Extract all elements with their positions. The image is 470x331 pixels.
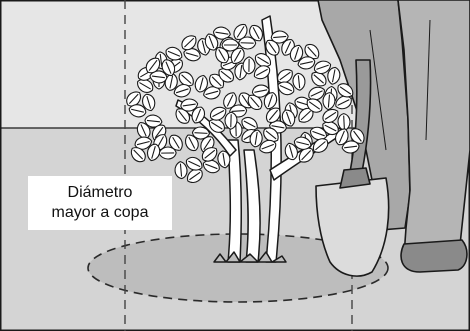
- spade-socket: [339, 167, 371, 189]
- shoe: [400, 239, 468, 273]
- leaf: [186, 168, 203, 184]
- leaf: [181, 35, 197, 51]
- leaf: [308, 86, 325, 101]
- planting-hole-ellipse: [87, 233, 389, 303]
- leaf: [297, 56, 316, 70]
- leaf: [241, 116, 258, 131]
- ground-tuft: [213, 251, 287, 263]
- leaf: [293, 136, 312, 150]
- leaf: [265, 39, 280, 56]
- leaf: [311, 71, 327, 87]
- leaf: [223, 92, 237, 109]
- leaf: [322, 92, 336, 111]
- leaf: [251, 84, 270, 98]
- leaf: [158, 146, 177, 160]
- leaf: [224, 111, 238, 130]
- diameter-callout: Diámetro mayor a copa: [28, 176, 172, 230]
- leaf: [141, 93, 156, 112]
- leaf: [173, 83, 191, 98]
- leaf: [322, 108, 339, 124]
- leaf: [310, 126, 328, 141]
- leaf: [217, 150, 231, 169]
- spade-blade: [315, 177, 390, 277]
- trouser-fold-1: [425, 19, 431, 141]
- leaf: [174, 161, 188, 180]
- leaf: [137, 78, 154, 93]
- leaf: [263, 92, 278, 110]
- leaf: [247, 94, 263, 111]
- trouser-fold-2: [369, 29, 387, 151]
- leaf: [322, 121, 339, 136]
- leaf: [130, 147, 146, 163]
- leaf: [146, 143, 161, 162]
- leaf: [218, 68, 234, 83]
- leaf: [327, 66, 341, 85]
- leaf: [209, 106, 227, 121]
- leaf: [151, 124, 167, 141]
- leaf: [263, 127, 279, 142]
- callout-line-1: Diámetro: [67, 184, 133, 201]
- leaf: [185, 156, 203, 171]
- leaf: [202, 159, 220, 174]
- leaf: [350, 128, 365, 144]
- spade-illustration: [315, 59, 390, 277]
- shrub-foliage: [126, 23, 365, 184]
- leaf: [168, 134, 183, 151]
- leaf: [201, 147, 218, 162]
- leaf: [298, 107, 314, 123]
- leaf: [212, 26, 231, 40]
- leaf: [289, 44, 304, 62]
- leaf: [161, 59, 176, 77]
- trouser-leg-front: [397, 0, 470, 267]
- leaf: [204, 33, 219, 51]
- leaf: [175, 108, 191, 124]
- leaf: [313, 60, 332, 75]
- leaf: [164, 73, 178, 91]
- leaf: [306, 98, 323, 113]
- leaf: [178, 71, 194, 87]
- callout-line-2: mayor a copa: [51, 204, 149, 221]
- leaf: [254, 53, 271, 68]
- leaf: [265, 107, 281, 123]
- leaf: [128, 104, 147, 118]
- leaf: [253, 65, 271, 80]
- leaf: [230, 47, 245, 64]
- leaf: [136, 122, 151, 139]
- leaf: [191, 126, 211, 140]
- leaf: [208, 118, 225, 133]
- leaf: [312, 138, 329, 153]
- leaf: [180, 98, 199, 112]
- leaf: [215, 47, 230, 64]
- leaf: [242, 56, 256, 75]
- leaf: [238, 36, 257, 50]
- leaf: [249, 129, 263, 148]
- leaf: [284, 142, 298, 161]
- leaf: [183, 47, 201, 62]
- leaf: [221, 38, 240, 52]
- leaf: [337, 83, 354, 98]
- leaf: [249, 24, 263, 42]
- leaf: [277, 81, 295, 96]
- leaf: [292, 72, 306, 91]
- leaf: [194, 74, 209, 93]
- leaf: [184, 134, 199, 151]
- leaf: [144, 114, 163, 128]
- leaf: [165, 46, 183, 61]
- leaf: [145, 57, 161, 74]
- leaf: [281, 109, 296, 127]
- leaf: [259, 139, 277, 154]
- leaf: [149, 70, 168, 84]
- leaf: [304, 43, 320, 60]
- leaf: [341, 140, 360, 154]
